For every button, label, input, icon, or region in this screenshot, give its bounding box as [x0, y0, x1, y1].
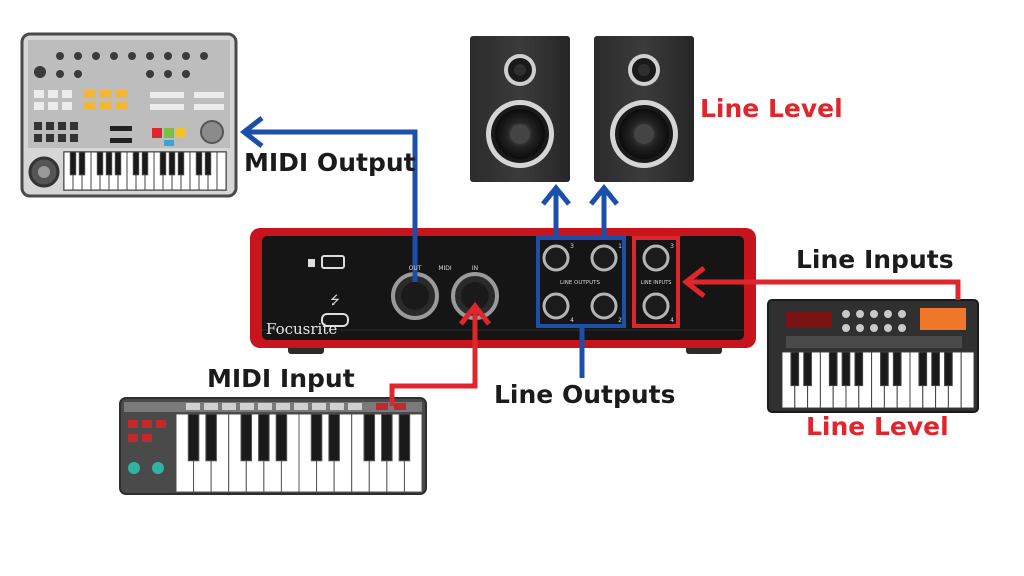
output-jack-number-4: 4 [570, 317, 574, 324]
output-jack-number-2: 2 [618, 317, 622, 324]
midi-port-label: MIDI [438, 265, 452, 272]
white-key [216, 151, 227, 191]
black-key [828, 351, 838, 387]
black-key [803, 351, 812, 387]
synthesizer-workstation [20, 32, 238, 198]
black-key [258, 413, 270, 462]
line-outputs-panel-label: LINE OUTPUTS [560, 280, 600, 286]
midi-out-port-label: OUT [409, 265, 422, 272]
midi-keyboard-controller [119, 397, 427, 495]
black-key [328, 413, 340, 462]
black-key [105, 151, 113, 176]
black-key [931, 351, 940, 387]
black-key [944, 351, 953, 387]
line-outputs-label: Line Outputs [494, 380, 676, 409]
black-key [918, 351, 928, 387]
black-key [310, 413, 323, 462]
black-key [205, 413, 217, 462]
black-key [854, 351, 864, 387]
black-key [790, 351, 800, 387]
black-key [78, 151, 86, 176]
black-key [381, 413, 393, 462]
output-jack-number-1: 1 [618, 243, 622, 250]
black-key [177, 151, 185, 176]
line-level-keyboard-label: Line Level [806, 412, 949, 441]
black-key [159, 151, 167, 176]
midi-input-arrow [389, 301, 491, 406]
black-key [168, 151, 176, 176]
input-jack-number-3: 3 [670, 243, 674, 250]
black-key [141, 151, 149, 176]
black-key [195, 151, 203, 176]
black-key [363, 413, 376, 462]
keyboard-synth [767, 299, 979, 413]
line-inputs-panel-label: LINE INPUTS [641, 280, 672, 286]
black-key [275, 413, 288, 462]
white-key [960, 351, 975, 409]
output-jack-number-3: 3 [570, 243, 574, 250]
brand-logo-text: Focusrite [266, 320, 337, 338]
black-key [132, 151, 140, 176]
black-key [187, 413, 200, 462]
midi-output-label: MIDI Output [244, 148, 416, 177]
line-inputs-highlight [632, 236, 680, 328]
svg-text:⭍: ⭍ [330, 293, 340, 307]
line-outputs-arrows [541, 184, 619, 378]
input-jack-number-4: 4 [670, 317, 674, 324]
black-key [240, 413, 253, 462]
speaker-left [470, 36, 570, 182]
black-key [880, 351, 889, 387]
line-level-speakers-label: Line Level [700, 94, 843, 123]
black-key [398, 413, 411, 462]
black-key [892, 351, 902, 387]
black-key [204, 151, 212, 176]
line-inputs-arrow [681, 266, 961, 300]
speaker-right [594, 36, 694, 182]
midi-input-label: MIDI Input [207, 364, 355, 393]
black-key [841, 351, 851, 387]
midi-output-arrow [239, 116, 418, 282]
black-key [114, 151, 122, 176]
line-inputs-label: Line Inputs [796, 245, 954, 274]
black-key [96, 151, 104, 176]
midi-in-port-label: IN [472, 265, 478, 272]
black-key [69, 151, 77, 176]
